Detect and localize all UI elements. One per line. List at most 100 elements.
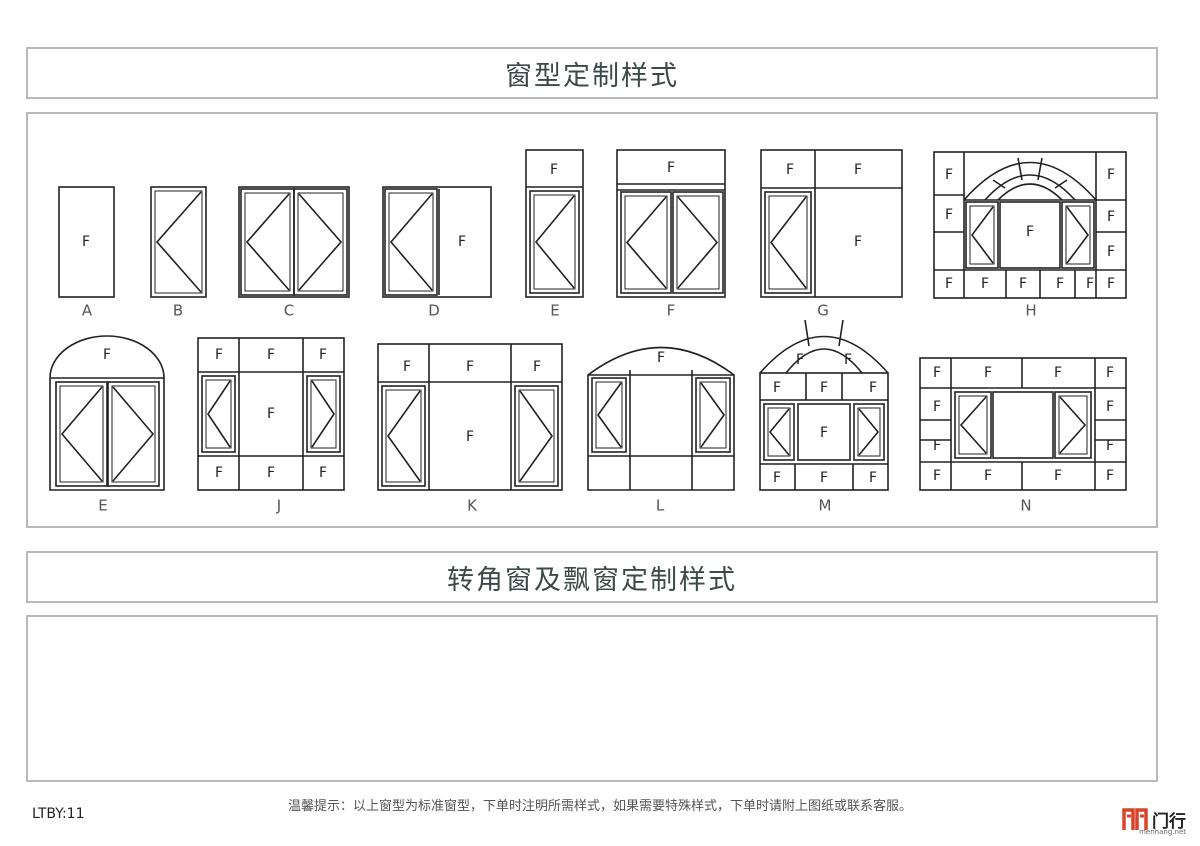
frame-line <box>293 188 348 296</box>
frame-line <box>625 196 667 289</box>
frame-line <box>389 193 433 291</box>
window-label: N <box>1020 497 1031 515</box>
frame-line <box>518 389 555 483</box>
window-label: A <box>82 302 93 320</box>
window-e: FE <box>525 149 584 320</box>
section-title-window-styles: 窗型定制样式 <box>26 47 1158 99</box>
frame-line <box>60 386 103 482</box>
fixed-pane-label: F <box>854 162 862 178</box>
frame-line <box>695 377 731 453</box>
frame-line <box>534 195 575 289</box>
frame-line <box>238 186 350 298</box>
frame-line <box>311 380 335 448</box>
fixed-pane-label: F <box>820 380 828 396</box>
window-a: FA <box>58 186 115 320</box>
window-label: G <box>817 302 829 320</box>
frame-line <box>533 194 576 290</box>
frame-line <box>616 149 726 298</box>
frame-line <box>1061 201 1095 269</box>
fixed-pane-label: F <box>869 380 877 396</box>
frame-line <box>197 337 345 491</box>
fixed-pane-label: F <box>1026 224 1034 240</box>
window-label: E <box>550 302 559 320</box>
frame-line <box>838 319 844 347</box>
frame-line <box>699 381 727 449</box>
fixed-pane-label: F <box>1107 167 1115 183</box>
fixed-pane-label: F <box>103 347 111 363</box>
frame-line <box>519 390 553 482</box>
frame-line <box>240 188 295 296</box>
window-label: B <box>173 302 183 320</box>
frame-line <box>933 151 1127 299</box>
frame-line <box>1054 179 1068 189</box>
fixed-pane-label: F <box>1106 468 1114 484</box>
section-title-text: 转角窗及飘窗定制样式 <box>447 564 737 596</box>
frame-line <box>677 196 719 289</box>
frame-line <box>760 149 903 298</box>
frame-line <box>1054 391 1092 459</box>
fixed-pane-label: F <box>820 470 828 486</box>
fixed-pane-label: F <box>786 162 794 178</box>
brand-domain: menhang.net <box>1139 828 1186 836</box>
fixed-pane-label: F <box>1054 468 1062 484</box>
brand-mark-icon <box>1122 808 1148 830</box>
fixed-pane-label: F <box>933 438 941 454</box>
fixed-pane-label: F <box>1019 276 1027 292</box>
frame-line <box>1065 205 1091 265</box>
fixed-pane-label: F <box>1054 365 1062 381</box>
fixed-pane-label: F <box>854 234 862 250</box>
fixed-pane-label: F <box>1106 399 1114 415</box>
frame-line <box>155 191 202 293</box>
catalog-code: LTBY:11 <box>32 806 85 822</box>
fixed-pane-label: F <box>533 359 541 375</box>
frame-line <box>382 186 492 298</box>
fixed-pane-label: F <box>933 399 941 415</box>
fixed-pane-label: F <box>215 347 223 363</box>
frame-line <box>763 403 795 461</box>
frame-line <box>676 195 720 290</box>
frame-line <box>310 379 337 449</box>
frame-line <box>999 201 1061 269</box>
frame-line <box>620 191 672 294</box>
frame-line <box>245 193 290 291</box>
frame-line <box>201 375 236 453</box>
fixed-pane-label: F <box>403 359 411 375</box>
frame-line <box>244 192 291 292</box>
frame-line <box>959 396 987 454</box>
frame-line <box>587 346 735 491</box>
frame-line <box>525 149 584 298</box>
fixed-pane-label: F <box>945 167 953 183</box>
fixed-pane-label: F <box>844 352 852 368</box>
frame-line <box>624 195 668 290</box>
window-label: F <box>667 302 676 320</box>
fixed-pane-label: F <box>981 276 989 292</box>
fixed-pane-label: F <box>773 380 781 396</box>
fixed-pane-label: F <box>215 465 223 481</box>
fixed-pane-label: F <box>267 406 275 422</box>
frame-line <box>107 381 160 487</box>
fixed-pane-label: F <box>945 207 953 223</box>
brand-name: 门行 <box>1152 811 1186 832</box>
frame-line <box>297 192 344 292</box>
fixed-pane-label: F <box>1106 365 1114 381</box>
frame-line <box>971 206 994 264</box>
frame-line <box>591 377 627 453</box>
frame-line <box>595 381 623 449</box>
frame-line <box>205 379 232 449</box>
window-l: FL <box>587 346 735 515</box>
frame-line <box>992 391 1054 459</box>
window-d: FD <box>382 186 492 320</box>
frame-line <box>785 348 863 374</box>
fixed-pane-label: F <box>466 429 474 445</box>
frame-line <box>759 335 889 374</box>
section-title-text: 窗型定制样式 <box>505 60 679 92</box>
frame-line <box>377 343 563 491</box>
frame-line <box>969 205 995 265</box>
frame-line <box>1058 395 1088 455</box>
window-e2: FE <box>49 335 165 515</box>
frame-line <box>764 191 812 294</box>
fixed-pane-label: F <box>82 234 90 250</box>
fixed-pane-label: F <box>657 350 665 366</box>
